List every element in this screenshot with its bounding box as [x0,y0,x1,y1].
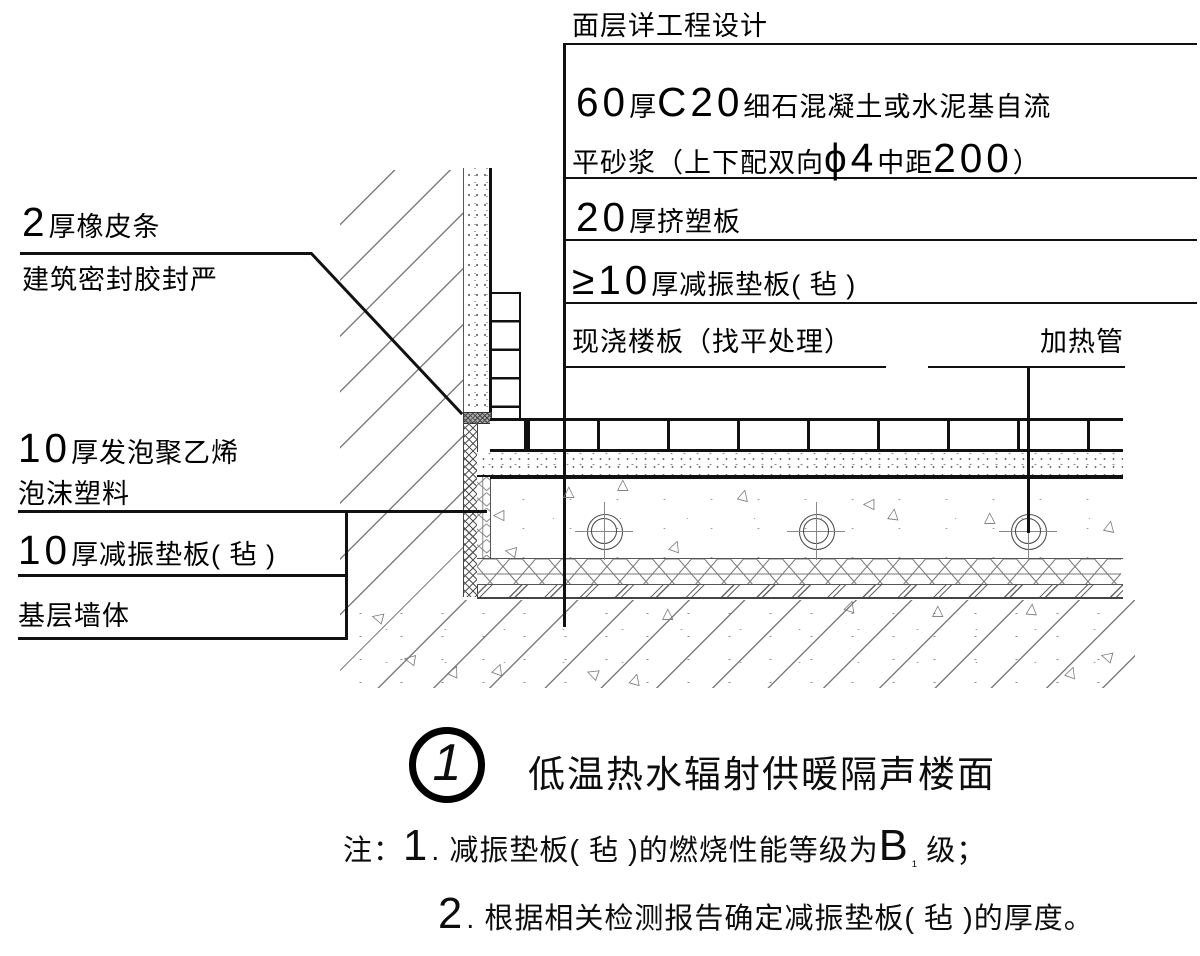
label-base-wall: 基层墙体 [18,601,130,631]
aggregate-triangle: △ [1025,598,1039,618]
aggregate-triangle: △ [563,482,575,500]
skirting-tiles [490,292,521,424]
aggregate-triangle: △ [984,508,996,526]
detail-number-circle: 1 [409,727,485,803]
leader-line-surface [564,43,1197,45]
label-cast-slab: 现浇楼板（找平处理） [572,327,852,357]
aggregate-triangle: △ [1102,515,1118,536]
aggregate-triangle: △ [488,509,507,522]
note-1: 注：1. 减振垫板( 毡 )的燃烧性能等级为B₁ 级； [343,822,987,870]
slab-top-band [477,585,1123,599]
label-wall-damping-pad: 10厚减振垫板( 毡 ) [18,527,277,573]
label-foam-line2: 泡沫塑料 [18,479,130,509]
base-wall-underline [18,637,348,640]
label-sealant: 建筑密封胶封严 [22,265,218,295]
pipe-leader-vertical [1027,366,1030,533]
leader-line-xps [564,239,1197,241]
label-xps-board: 20厚挤塑板 [576,194,742,240]
aggregate-triangle: △ [617,475,629,493]
detail-number: 1 [432,734,462,792]
damping-pad-band [477,557,1123,587]
label-heating-pipe: 加热管 [1040,327,1124,357]
label-damping-pad: ≥10厚减振垫板( 毡 ) [572,257,857,303]
aggregate-triangle: △ [858,498,877,511]
leader-line-screed [564,177,1197,179]
label-rubber-strip: 2厚橡皮条 [22,199,161,245]
wall-plaster-strip [463,168,490,413]
rubber-leader-horizontal [20,252,312,255]
wall-multilayer-leader [18,510,487,513]
label-screed-line1: 60厚C20细石混凝土或水泥基自流 [576,79,1052,125]
damping-pad-vertical-strip [477,477,490,558]
aggregate-triangle: △ [886,503,901,523]
heating-pipe [787,502,845,560]
damping-pad-underline [18,574,348,577]
finish-layer-band [490,418,1123,452]
label-foam-line1: 10厚发泡聚乙烯 [18,425,240,471]
aggregate-triangle: △ [662,604,674,622]
label-surface-layer: 面层详工程设计 [572,11,768,41]
leader-line-slab [564,366,886,368]
aggregate-triangle: △ [932,601,944,619]
heating-pipe-inner [591,518,618,545]
multilayer-leader-vertical [563,43,566,627]
note-2: 2. 根据相关检测报告确定减振垫板( 毡 )的厚度。 [438,890,1094,938]
detail-title: 低温热水辐射供暖隔声楼面 [528,754,996,795]
leader-line-pipe [928,366,1125,368]
aggregate-triangle: △ [398,652,419,667]
ground-concrete-dots [340,602,1135,688]
leveling-mortar-band [477,452,1123,479]
aggregate-triangle: △ [499,544,520,559]
heating-pipe-inner [803,518,830,545]
heating-pipe [575,502,633,560]
leader-line-damping [564,302,1197,304]
label-screed-line2: 平砂浆（上下配双向ϕ4中距200） [572,135,1041,181]
